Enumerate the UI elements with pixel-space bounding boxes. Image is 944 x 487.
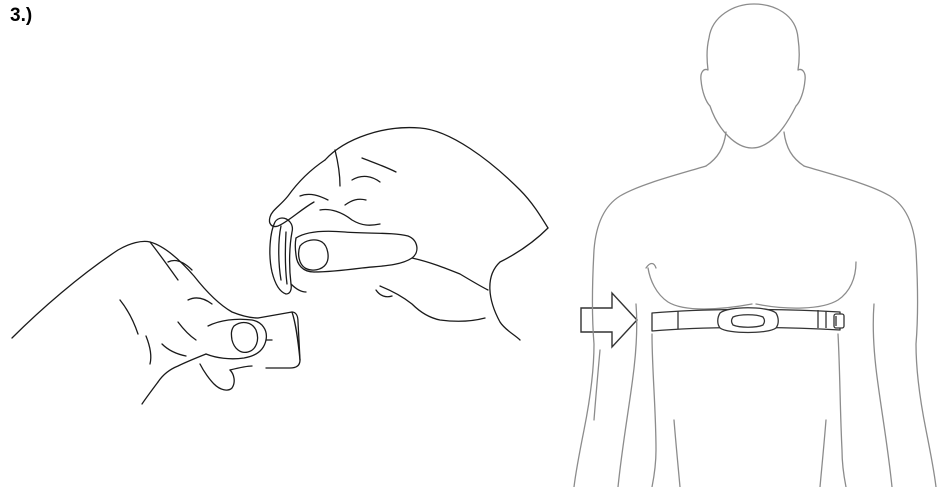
step-number-label: 3.) (10, 5, 33, 26)
strap-end-icon (257, 311, 301, 369)
chest-strap-icon (651, 307, 845, 334)
upper-hand-icon (268, 126, 549, 341)
hands-attaching-sensor-to-strap-icon (11, 126, 549, 405)
sensor-pod-icon (269, 217, 307, 295)
person-wearing-chest-strap-icon (573, 3, 937, 487)
arrow-right-icon (580, 291, 638, 349)
head-outline (700, 3, 806, 149)
lower-hand-icon (11, 240, 268, 405)
